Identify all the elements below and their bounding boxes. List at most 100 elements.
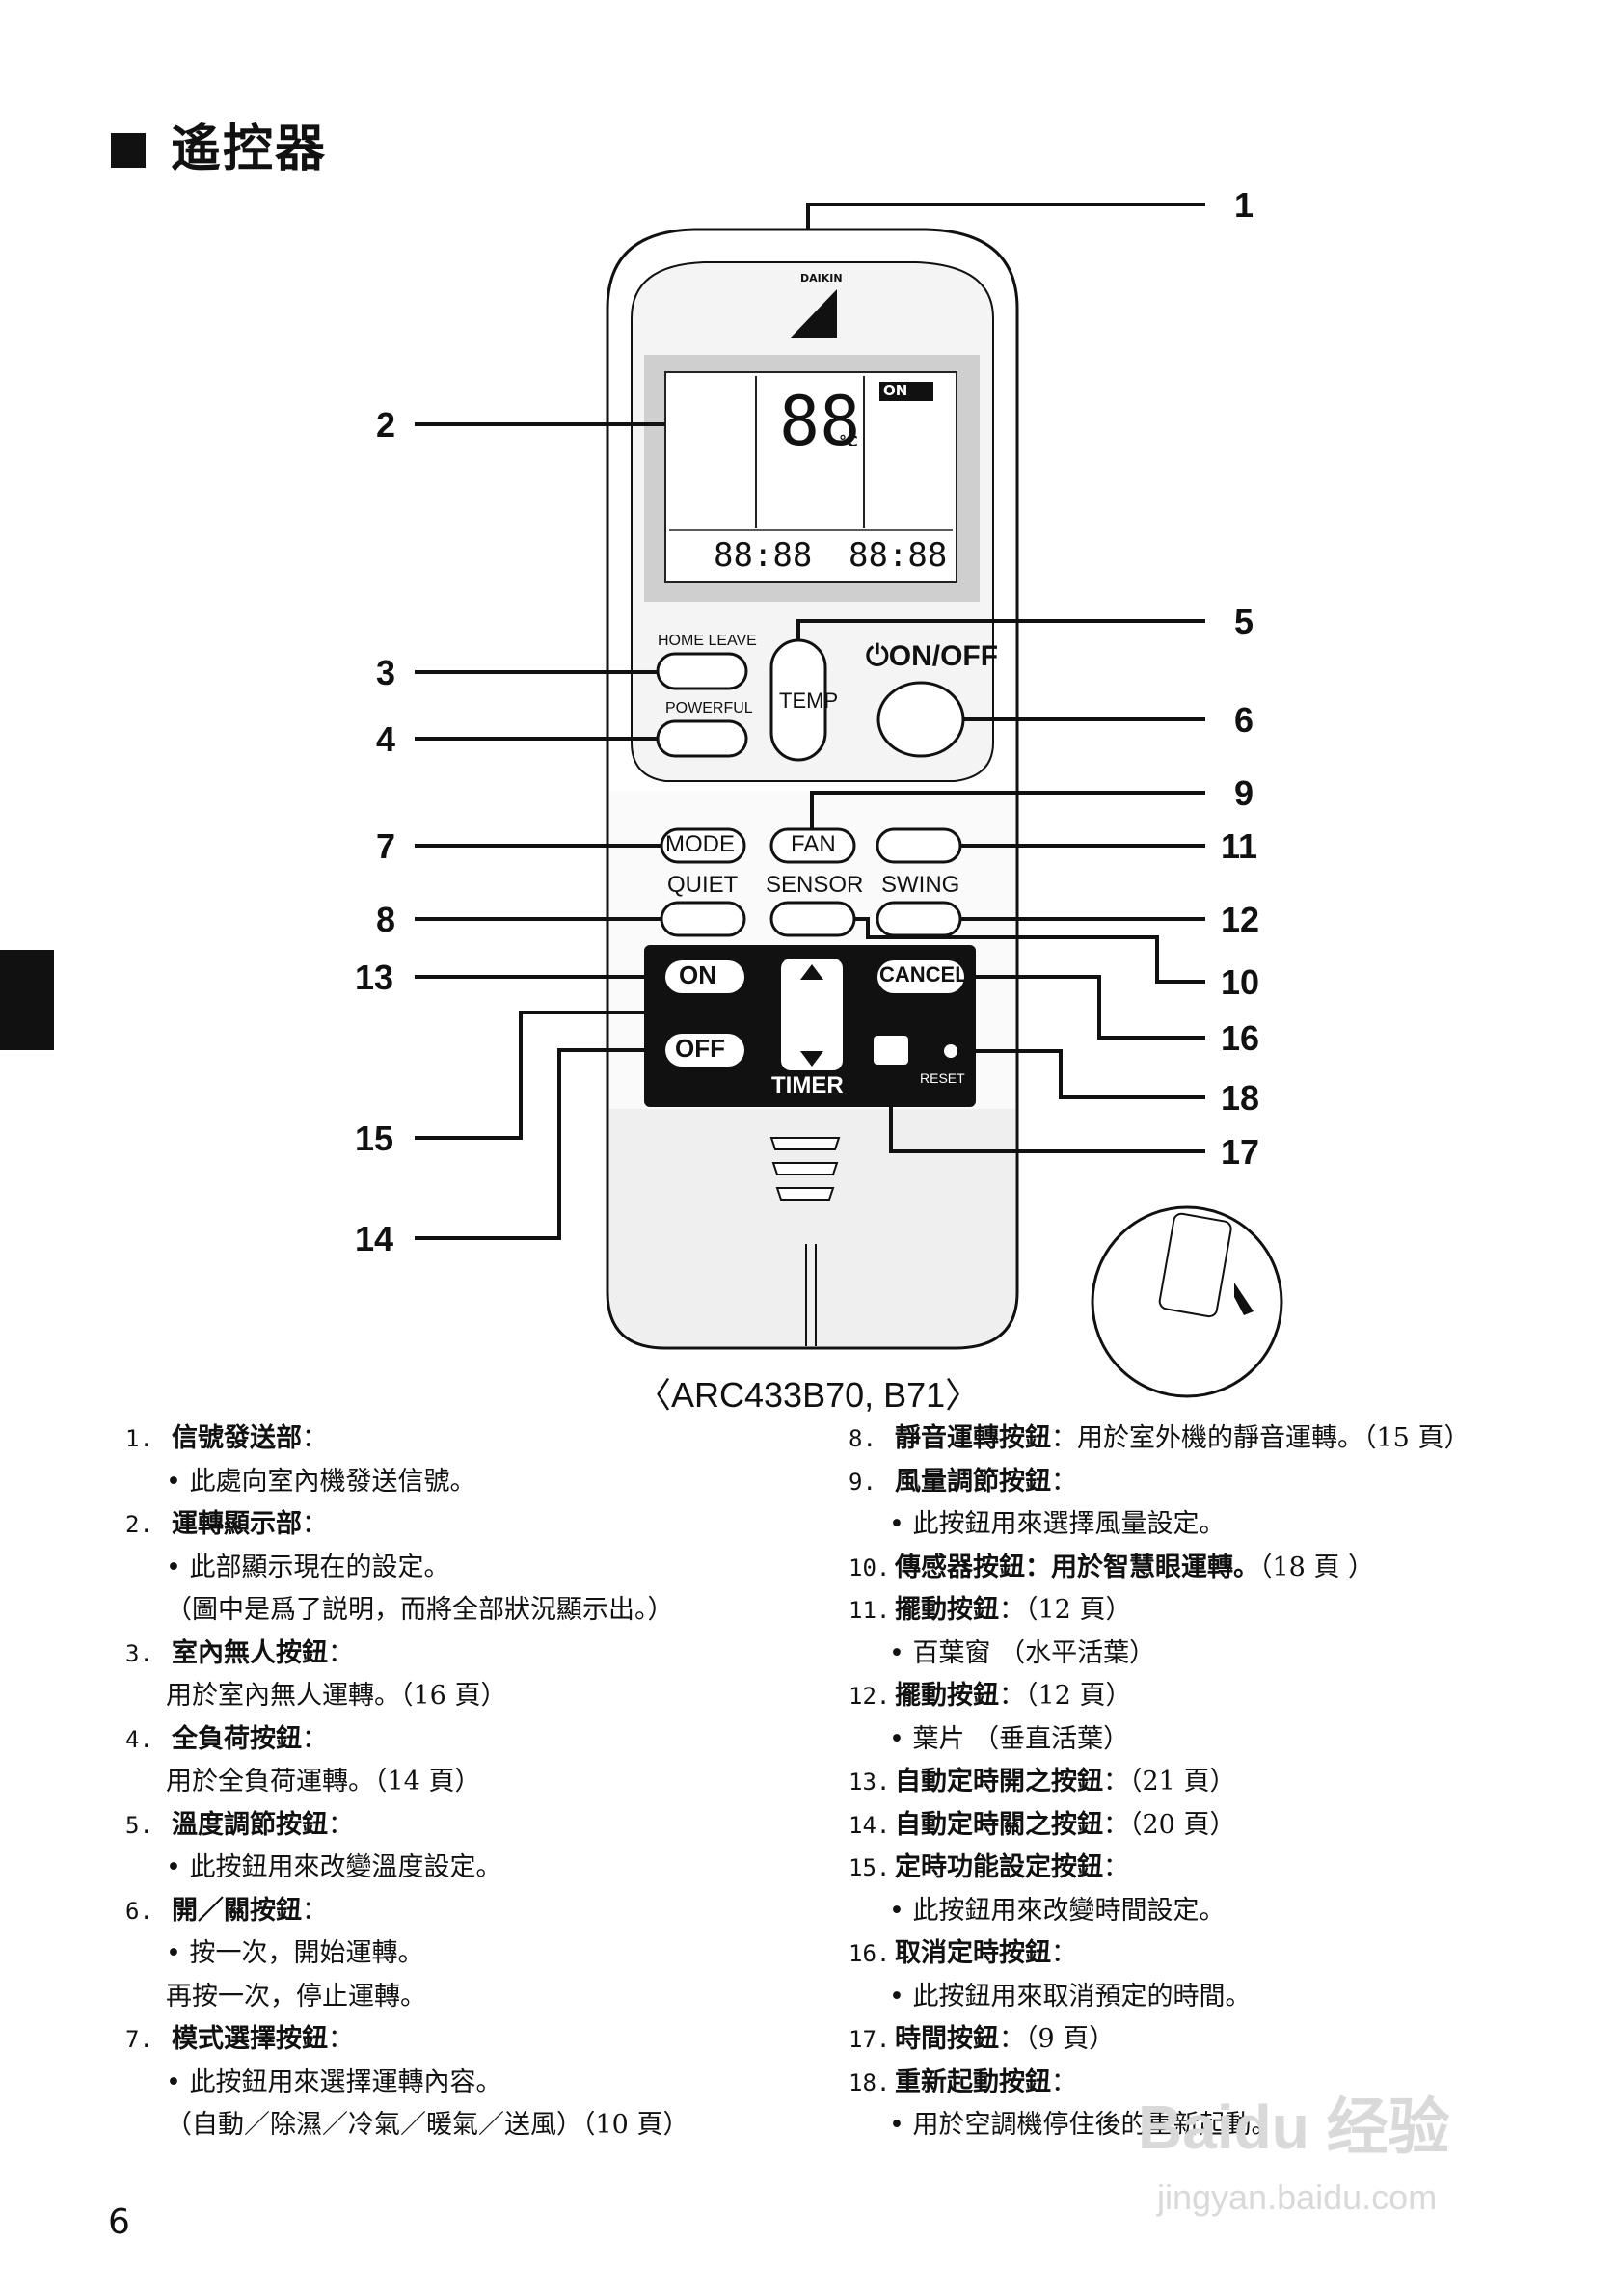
item-detail-line: 再按一次，停止運轉。 [166, 1981, 426, 2012]
item-detail-line: • 此部顯示現在的設定。 [166, 1552, 450, 1582]
callout-2: 2 [376, 405, 396, 445]
item-tail: ： [302, 1723, 328, 1754]
item-tail: ： [328, 1637, 354, 1668]
callout-10: 10 [1221, 962, 1260, 1002]
swing-label: SWING [881, 872, 960, 898]
item-number: 10. [849, 1553, 891, 1581]
description-item-14: 14.自動定時關之按鈕：（20 頁） [849, 1804, 1235, 1847]
mode-button[interactable]: MODE [665, 831, 735, 857]
item-heading: 運轉顯示部 [172, 1509, 302, 1539]
item-tail: ：（20 頁） [1103, 1809, 1236, 1840]
item-heading: 定時功能設定按鈕 [895, 1852, 1103, 1882]
onoff-label: ⏻ON/OFF [866, 640, 999, 672]
swing-button[interactable] [877, 903, 960, 935]
quiet-label: QUIET [667, 872, 739, 898]
item-tail: ：用於室外機的靜音運轉。（15 頁） [1051, 1423, 1470, 1453]
item-heading: 傳感器按鈕：用於智慧眼運轉。 [895, 1552, 1259, 1582]
onoff-button[interactable] [881, 685, 962, 756]
reset-button[interactable] [944, 1044, 957, 1058]
description-item-15: 15.定時功能設定按鈕： [849, 1847, 1129, 1889]
item-tail: ：（9 頁） [999, 2024, 1116, 2054]
home-leave-button[interactable] [663, 660, 742, 687]
callout-8: 8 [376, 900, 396, 939]
timer-setting-button[interactable] [781, 959, 843, 1070]
callout-14: 14 [355, 1219, 394, 1258]
description-item-1: 1.信號發送部： [125, 1418, 328, 1460]
chapter-tab [0, 950, 54, 1050]
fan-button[interactable]: FAN [791, 831, 836, 857]
callout-12: 12 [1221, 900, 1260, 939]
item-number: 12. [849, 1683, 891, 1710]
item-heading: 擺動按鈕 [895, 1595, 999, 1625]
callout-4: 4 [376, 719, 396, 759]
description-item-16: 16.取消定時按鈕： [849, 1932, 1077, 1975]
item-tail: ： [1051, 1466, 1077, 1497]
item-number: 14. [849, 1811, 891, 1839]
item-heading: 溫度調節按鈕 [172, 1809, 328, 1840]
item-detail-line: • 此按鈕用來改變溫度設定。 [166, 1852, 502, 1882]
description-item-13: 13.自動定時開之按鈕：（21 頁） [849, 1761, 1235, 1803]
description-item-9: 9.風量調節按鈕： [849, 1461, 1077, 1503]
callout-15: 15 [355, 1119, 394, 1158]
description-item-7: 7.模式選擇按鈕： [125, 2018, 354, 2061]
item-detail-line: • 此按鈕用來取消預定的時間。 [889, 1981, 1252, 2012]
item-tail: ： [302, 1895, 328, 1926]
cancel-button[interactable]: CANCEL [879, 962, 968, 986]
callout-5: 5 [1234, 602, 1254, 641]
description-item-6: 6.開／關按鈕： [125, 1890, 328, 1932]
item-detail-line: • 用於空調機停住後的重新起動。 [889, 2110, 1278, 2140]
reset-label: RESET [920, 1070, 965, 1086]
item-tail: ：（12 頁） [999, 1681, 1132, 1711]
description-item-8: 8.靜音運轉按鈕：用於室外機的靜音運轉。（15 頁） [849, 1418, 1470, 1460]
page-title: 遙控器 [111, 108, 327, 180]
temp-button[interactable]: TEMP [779, 689, 839, 713]
remote-illustration [415, 203, 1283, 1398]
item-tail: ： [328, 1809, 354, 1840]
watermark-url: jingyan.baidu.com [1157, 2177, 1438, 2217]
lcd-timer-on: 88:88 [714, 536, 813, 575]
item-number: 18. [849, 2068, 891, 2096]
item-detail-line: 用於全負荷運轉。（14 頁） [166, 1767, 481, 1796]
item-heading: 取消定時按鈕 [895, 1938, 1051, 1968]
sensor-button[interactable] [771, 903, 854, 935]
description-item-11: 11.擺動按鈕：（12 頁） [849, 1589, 1131, 1632]
item-tail: ： [1051, 1938, 1077, 1968]
item-detail-line: • 此按鈕用來選擇風量設定。 [889, 1509, 1226, 1539]
timer-on-button[interactable]: ON [679, 960, 716, 989]
sensor-label: SENSOR [766, 872, 864, 898]
powerful-label: POWERFUL [665, 700, 753, 716]
item-heading: 擺動按鈕 [895, 1681, 999, 1711]
lcd-temperature: 88 [779, 382, 861, 461]
callout-9: 9 [1234, 773, 1254, 813]
item-number: 11. [849, 1597, 891, 1624]
description-item-17: 17.時間按鈕：（9 頁） [849, 2018, 1115, 2061]
timer-off-button[interactable]: OFF [675, 1034, 725, 1063]
quiet-button[interactable] [661, 903, 744, 935]
callout-6: 6 [1234, 700, 1254, 740]
item-detail-line: • 百葉窗 （水平活葉） [889, 1637, 1156, 1668]
item-heading: 模式選擇按鈕 [172, 2024, 328, 2054]
lcd-on-indicator: ON [883, 382, 908, 399]
item-tail: ：（21 頁） [1103, 1767, 1236, 1796]
description-item-4: 4.全負荷按鈕： [125, 1718, 328, 1761]
powerful-button[interactable] [663, 725, 742, 752]
item-tail: ： [1051, 2066, 1077, 2097]
watermark-logo: Baidu 经验 [1138, 2093, 1450, 2162]
description-item-10: 10.傳感器按鈕：用於智慧眼運轉。（18 頁 ） [849, 1547, 1374, 1589]
louver-swing-button[interactable] [877, 829, 960, 862]
item-heading: 風量調節按鈕 [895, 1466, 1051, 1497]
item-number: 8. [849, 1425, 876, 1452]
item-heading: 開／關按鈕 [172, 1895, 302, 1926]
item-heading: 全負荷按鈕 [172, 1723, 302, 1754]
item-tail: ： [328, 2024, 354, 2054]
item-detail-line: 用於室內無人運轉。（16 頁） [166, 1681, 507, 1711]
page-number: 6 [108, 2202, 130, 2242]
item-number: 17. [849, 2026, 891, 2053]
clock-button[interactable] [874, 1036, 908, 1065]
description-item-12: 12.擺動按鈕：（12 頁） [849, 1675, 1131, 1717]
home-leave-label: HOME LEAVE [658, 633, 757, 649]
item-detail-line: （自動／除濕／冷氣／暖氣／送風）（10 頁） [166, 2110, 689, 2140]
callout-16: 16 [1221, 1018, 1260, 1058]
item-detail-line: • 葉片 （垂直活葉） [889, 1723, 1130, 1754]
item-detail-line: • 此按鈕用來選擇運轉內容。 [166, 2066, 502, 2097]
